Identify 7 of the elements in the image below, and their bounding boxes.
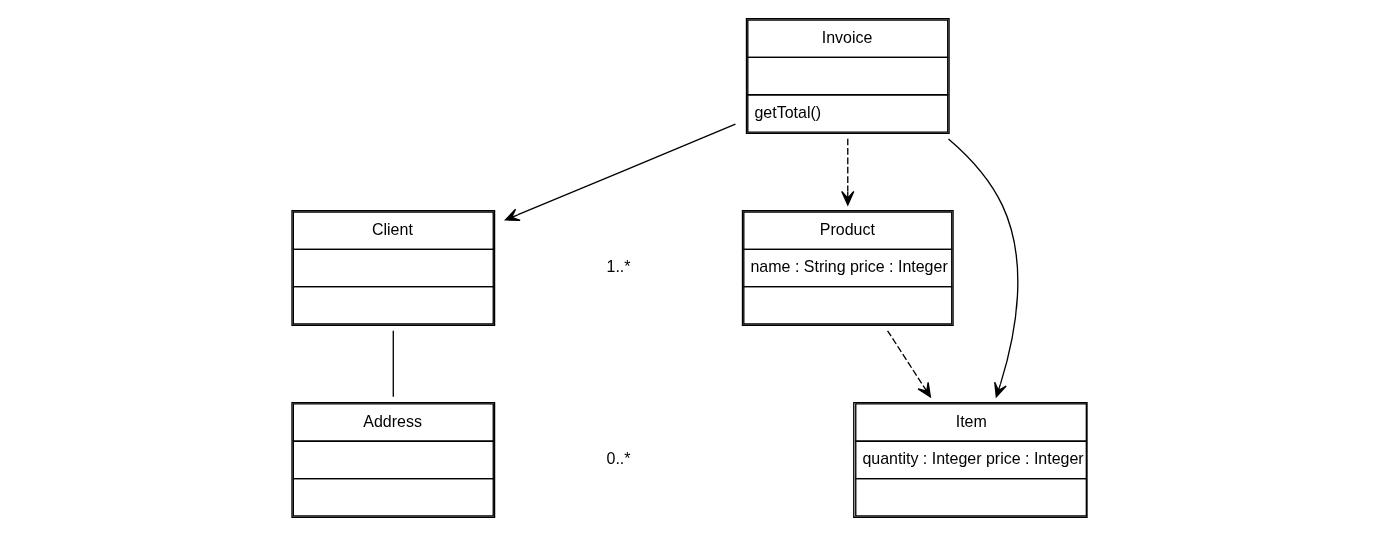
arrow — [504, 123, 736, 221]
connector — [392, 330, 394, 398]
label: 0..* — [606, 450, 631, 468]
label: 1..* — [606, 258, 631, 276]
arrow — [840, 138, 854, 206]
arrow — [947, 138, 1018, 398]
arrow — [886, 330, 931, 398]
